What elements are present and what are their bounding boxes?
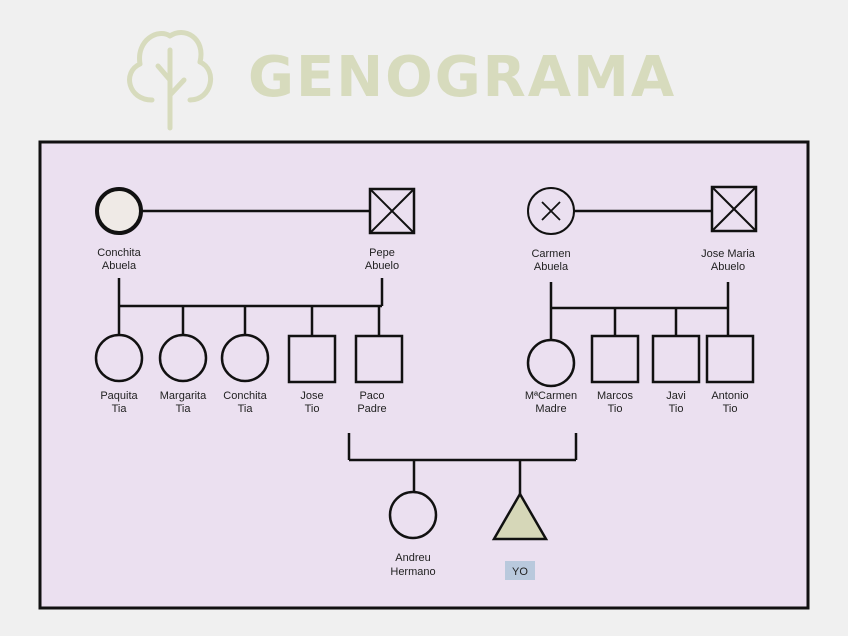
person-antonio-tio: Antonio Tio	[705, 334, 755, 415]
person-role: Tio	[723, 403, 738, 415]
cross-mark	[369, 188, 415, 234]
person-name: Margarita	[160, 390, 207, 402]
person-carmen-abuela: Carmen Abuela	[527, 187, 575, 273]
male-symbol	[651, 334, 701, 384]
person-role: Tia	[176, 403, 192, 415]
person-name: Antonio	[711, 390, 748, 402]
person-name: Jose	[300, 390, 323, 402]
person-role: Hermano	[390, 566, 435, 578]
person-pepe-abuelo: Pepe Abuelo	[365, 187, 416, 272]
person-paquita-tia: Paquita Tia	[94, 333, 144, 415]
person-margarita-tia: Margarita Tia	[158, 333, 208, 415]
self-triangle-symbol	[491, 491, 549, 541]
cross-mark	[711, 186, 757, 232]
person-jose-tio: Jose Tio	[287, 334, 337, 415]
tree-icon	[127, 29, 213, 131]
male-symbol	[590, 334, 640, 384]
person-role: Padre	[357, 403, 386, 415]
person-jose-maria-abuelo: Jose Maria Abuelo	[701, 185, 758, 273]
person-paco-padre: Paco Padre	[354, 334, 404, 415]
person-andreu-hermano: Andreu Hermano	[388, 490, 438, 578]
person-name: Javi	[666, 390, 686, 402]
person-name: Andreu	[395, 552, 430, 564]
person-role: Tia	[238, 403, 254, 415]
page-title: GENOGRAMA	[248, 45, 676, 110]
person-role: Madre	[535, 403, 566, 415]
male-symbol	[354, 334, 404, 384]
person-conchita-tia: Conchita Tia	[220, 333, 270, 415]
person-name: Pepe	[369, 247, 395, 259]
person-name: Marcos	[597, 390, 634, 402]
person-javi-tio: Javi Tio	[651, 334, 701, 415]
person-name: Conchita	[97, 247, 141, 259]
female-symbol	[526, 338, 576, 388]
person-mcarmen-madre: MªCarmen Madre	[525, 338, 577, 415]
person-conchita-abuela: Conchita Abuela	[95, 187, 143, 272]
person-yo: YO	[491, 491, 549, 580]
female-symbol	[220, 333, 270, 383]
person-role: Tio	[608, 403, 623, 415]
relationship-lines	[117, 209, 730, 494]
person-role: Abuela	[534, 261, 569, 273]
male-symbol	[705, 334, 755, 384]
female-symbol	[388, 490, 438, 540]
person-name: Paquita	[100, 390, 138, 402]
person-role: Tia	[112, 403, 128, 415]
yo-label: YO	[512, 566, 528, 578]
female-symbol	[158, 333, 208, 383]
person-role: Abuelo	[365, 260, 399, 272]
person-role: Abuela	[102, 260, 137, 272]
person-role: Tio	[305, 403, 320, 415]
cross-mark	[541, 201, 561, 221]
person-name: Paco	[359, 390, 384, 402]
person-marcos-tio: Marcos Tio	[590, 334, 640, 415]
person-name: Conchita	[223, 390, 267, 402]
male-symbol	[287, 334, 337, 384]
person-role: Tio	[669, 403, 684, 415]
person-name: Jose Maria	[701, 248, 756, 260]
female-symbol	[94, 333, 144, 383]
female-symbol	[95, 187, 143, 235]
person-role: Abuelo	[711, 261, 745, 273]
yo-label-box	[505, 561, 535, 580]
person-name: MªCarmen	[525, 390, 577, 402]
person-name: Carmen	[531, 248, 570, 260]
